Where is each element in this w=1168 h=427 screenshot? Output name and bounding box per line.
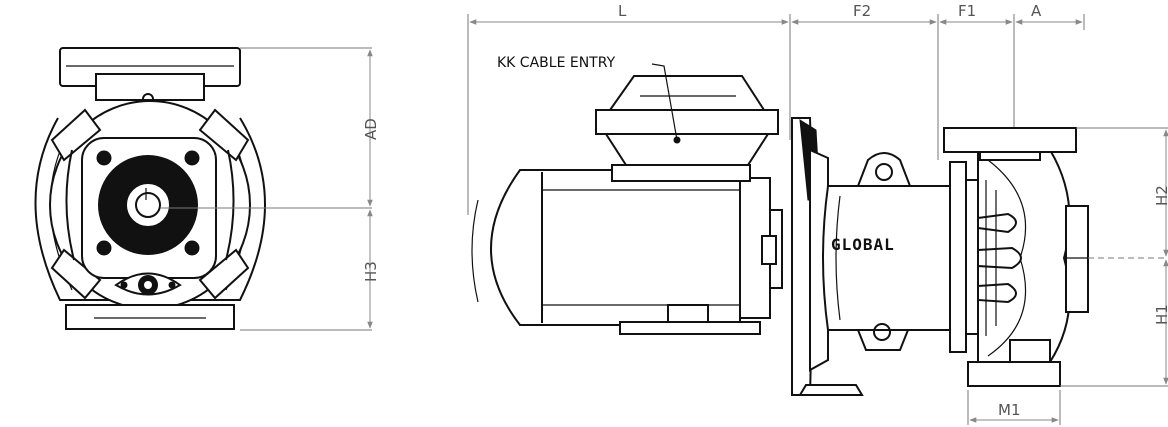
- dim-label-l: L: [618, 2, 627, 20]
- terminal-box-front: [59, 47, 241, 105]
- pump-volute-side: [943, 127, 1089, 387]
- pump-housing-side: [822, 152, 951, 351]
- dim-label-f1: F1: [958, 2, 976, 20]
- terminal-box-side: [595, 75, 779, 182]
- dim-label-h1: H1: [1153, 304, 1168, 325]
- dim-label-f2: F2: [853, 2, 871, 20]
- base-front: [65, 304, 235, 330]
- adapter-flange-side: [791, 117, 864, 396]
- motor-body-side: [471, 169, 783, 326]
- drain-front: [114, 272, 182, 296]
- brand-logo: GLOBAL: [831, 235, 895, 254]
- dim-label-h3: H3: [362, 261, 380, 282]
- dim-label-h2: H2: [1153, 185, 1168, 206]
- dim-label-ad: AD: [362, 118, 380, 140]
- flange-front: [81, 137, 217, 279]
- dim-label-a: A: [1031, 2, 1042, 20]
- motor-feet-side: [619, 304, 761, 335]
- cable-entry-label: KK CABLE ENTRY: [497, 55, 616, 71]
- front-view: [34, 47, 373, 331]
- side-view: GLOBAL: [467, 14, 1168, 425]
- cable-entry-leader: [651, 63, 678, 141]
- dim-label-m1: M1: [998, 401, 1021, 419]
